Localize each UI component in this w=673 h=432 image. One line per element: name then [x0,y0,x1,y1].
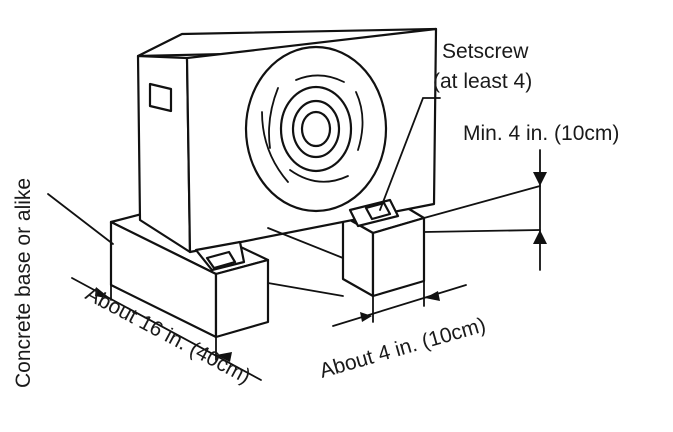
ground-lines [267,185,541,297]
fan-hub [300,110,332,148]
min-clearance-dimension [533,149,547,271]
fan-blade-1 [268,87,279,149]
arrow-up-min [533,230,547,244]
setscrew-right-icon [364,201,392,221]
fan-grille-icon [244,45,388,213]
right-base-side [371,216,426,298]
arrow-right-4 [425,291,440,301]
setscrew-label: Setscrew [442,40,529,63]
fan-blade-4 [295,74,345,83]
length-dimension [71,255,262,381]
setscrew-qty-label: (at least 4) [433,70,532,93]
fan-ring-inner [291,99,341,159]
arrow-left-4 [360,312,372,322]
fan-blade-5 [261,111,289,183]
unit-side [136,54,192,254]
fan-ring-mid [279,85,353,173]
side-vent-icon [148,82,173,113]
left-base-side [214,258,270,339]
arrow-down-min [533,172,547,186]
concrete-base-label: Concrete base or alike [12,178,35,388]
arrow-right-16 [216,352,232,362]
setscrew-left-icon [205,250,237,270]
concrete-base-leader [47,193,114,245]
fan-blade-2 [289,169,349,183]
width-dimension [332,280,467,327]
fan-blade-3 [355,91,364,151]
min-clearance-label: Min. 4 in. (10cm) [463,122,619,145]
fan-ring-outer [244,45,388,213]
arrow-left-16 [95,287,111,299]
setscrew-leader [379,97,441,211]
outdoor-unit-icon [136,27,438,272]
unit-front [185,27,438,254]
